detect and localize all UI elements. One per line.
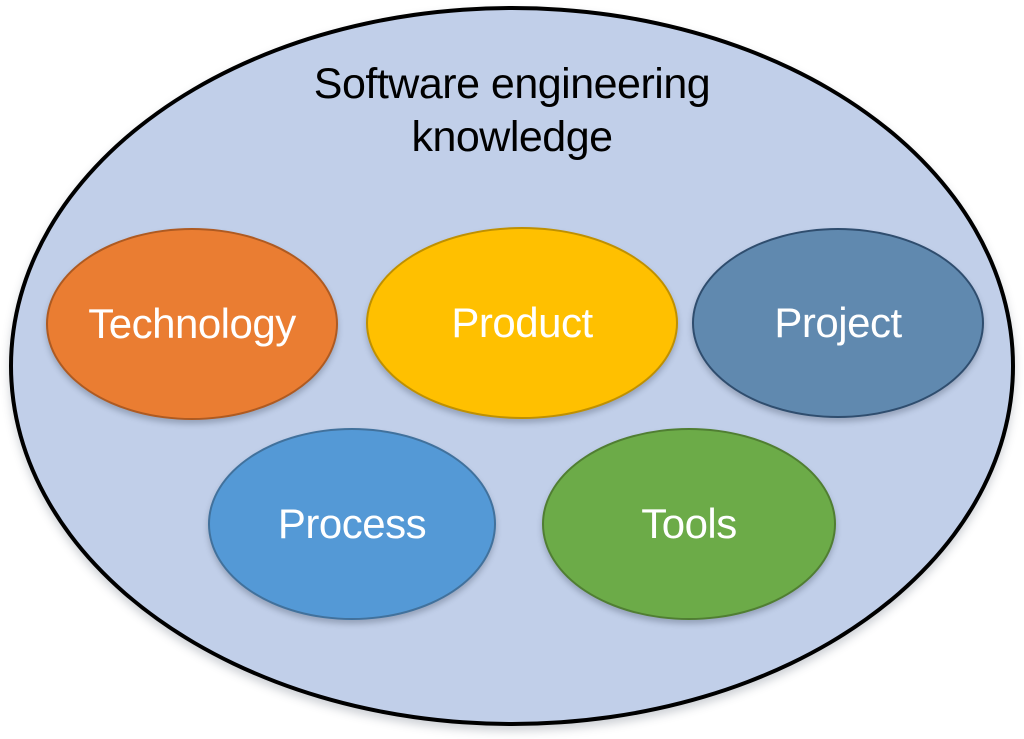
ellipse-product: Product — [366, 227, 678, 419]
diagram-title: Software engineering knowledge — [313, 60, 711, 162]
ellipse-tools: Tools — [542, 428, 836, 620]
ellipse-technology: Technology — [46, 228, 338, 420]
ellipse-product-label: Product — [451, 299, 593, 346]
ellipse-project: Project — [692, 228, 984, 418]
ellipse-process-label: Process — [277, 500, 427, 547]
ellipse-project-label: Project — [774, 299, 902, 346]
ellipse-process: Process — [208, 428, 496, 620]
ellipse-tools-label: Tools — [641, 500, 737, 547]
ellipse-technology-label: Technology — [88, 300, 296, 347]
